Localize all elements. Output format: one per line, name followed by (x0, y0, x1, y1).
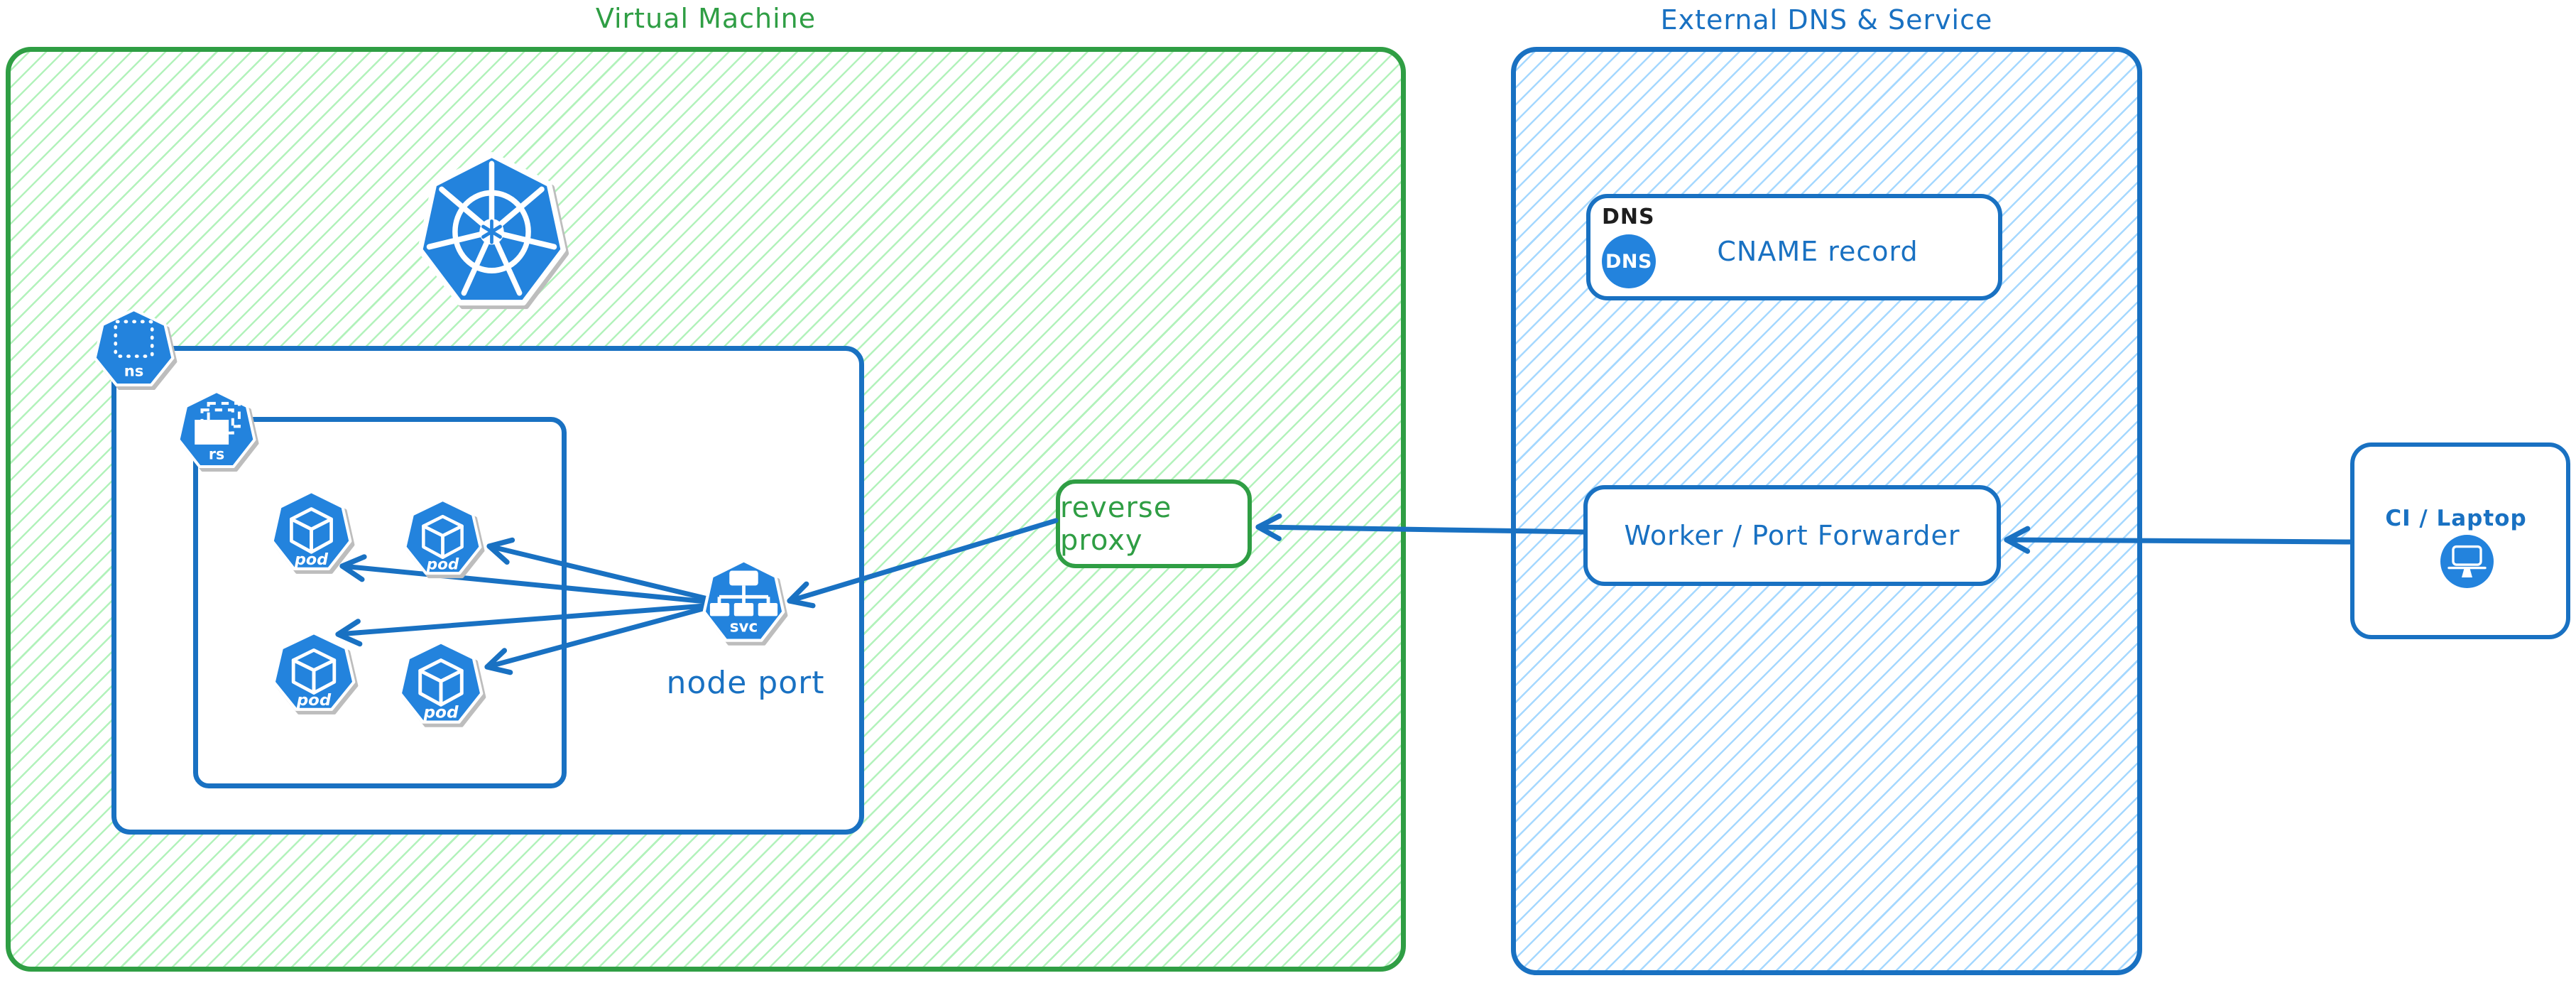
pod-icon-2: pod (403, 498, 482, 575)
monitor-icon-glyph (2447, 545, 2487, 577)
arrow-reverse-proxy-to-svc (787, 518, 1059, 609)
arrow-svc-to-pod-3 (335, 602, 716, 647)
worker-port-forwarder-label: Worker / Port Forwarder (1624, 520, 1960, 551)
namespace-icon-label: ns (124, 363, 144, 380)
arrow-svc-to-pod-1 (339, 554, 716, 605)
replicaset-icon-label: rs (209, 446, 224, 463)
pod-icon-label: pod (426, 556, 459, 574)
pod-icon-3: pod (272, 631, 356, 711)
arrow-ci-to-worker (2004, 526, 2353, 554)
replicaset-box (193, 417, 567, 788)
ci-laptop-label: CI / Laptop (2385, 506, 2527, 531)
worker-port-forwarder-box: Worker / Port Forwarder (1583, 485, 2001, 586)
pod-icon-label: pod (296, 691, 332, 710)
dns-icon: DNS (1602, 234, 1656, 288)
virtual-machine-title: Virtual Machine (595, 3, 817, 34)
cname-record-label: CNAME record (1717, 236, 1919, 267)
kubernetes-logo (417, 151, 567, 306)
monitor-icon (2440, 535, 2494, 588)
dns-card-tag: DNS (1602, 205, 1655, 229)
dns-card (1586, 194, 2002, 300)
arrow-svc-to-pod-2 (486, 537, 716, 603)
dns-icon-label: DNS (1605, 250, 1652, 273)
external-dns-service-title: External DNS & Service (1660, 4, 1993, 36)
arrow-worker-to-reverse-proxy (1255, 513, 1586, 542)
namespace-icon: ns (93, 308, 175, 386)
pod-icon-1: pod (271, 490, 352, 570)
pod-icon-label: pod (422, 703, 458, 722)
service-icon-label: svc (730, 618, 758, 636)
node-port-caption: node port (666, 665, 825, 701)
pod-icon-4: pod (398, 641, 484, 724)
reverse-proxy-label: reverse proxy (1060, 491, 1172, 557)
reverse-proxy-box: reverse proxy (1056, 479, 1252, 568)
service-icon: svc (702, 559, 785, 642)
pod-icon-label: pod (294, 550, 329, 569)
replicaset-icon: rs (177, 390, 256, 468)
arrow-svc-to-pod-4 (484, 603, 716, 675)
